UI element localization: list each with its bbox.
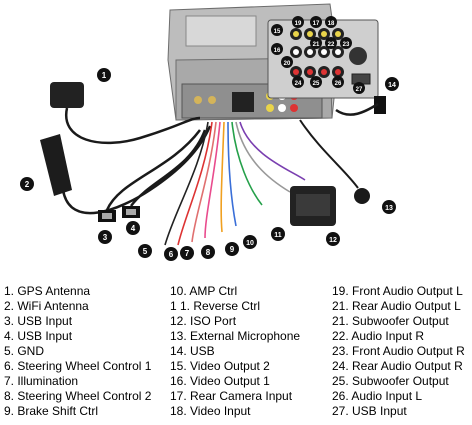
svg-text:22: 22 — [328, 42, 335, 48]
legend-item: 6. Steering Wheel Control 1 — [4, 359, 152, 373]
svg-text:18: 18 — [328, 21, 335, 27]
legend-item: 7. Illumination — [4, 374, 79, 388]
legend-item: 8. Steering Wheel Control 2 — [4, 389, 152, 403]
legend-item: 3. USB Input — [4, 314, 73, 328]
svg-text:26: 26 — [335, 81, 342, 87]
svg-text:9: 9 — [230, 245, 235, 254]
legend-item: 13. External Microphone — [170, 329, 301, 343]
legend-item: 4. USB Input — [4, 329, 73, 343]
callout-badge: 20 — [281, 56, 293, 68]
callout-badge: 13 — [382, 200, 396, 214]
wire-harness — [164, 121, 306, 246]
legend-item: 2. WiFi Antenna — [4, 299, 89, 313]
callout-badge: 19 — [292, 16, 304, 28]
callout-badge: 15 — [271, 24, 283, 36]
legend-item: 16. Video Output 1 — [170, 374, 270, 388]
callout-badge: 24 — [292, 76, 304, 88]
callout-badges: 1 2 3 4 5 6 7 8 9 10 11 12 13 14 15 16 1… — [20, 16, 399, 261]
svg-text:27: 27 — [356, 87, 363, 93]
callout-badge: 25 — [310, 76, 322, 88]
legend-item: 25. Subwoofer Output — [332, 374, 449, 388]
legend-column-3: 19. Front Audio Output L 21. Rear Audio … — [332, 284, 465, 419]
legend-item: 27. USB Input — [332, 404, 407, 418]
gps-antenna — [50, 82, 201, 145]
usb-port-14 — [335, 96, 386, 116]
svg-text:7: 7 — [185, 249, 190, 258]
callout-badge: 16 — [271, 43, 283, 55]
legend-item: 1. GPS Antenna — [4, 284, 91, 298]
svg-text:4: 4 — [131, 224, 136, 233]
legend-item: 26. Audio Input L — [332, 389, 423, 403]
callout-badge: 9 — [225, 242, 239, 256]
svg-text:12: 12 — [329, 237, 337, 244]
svg-text:13: 13 — [385, 205, 393, 212]
connection-diagram: 1 2 3 4 5 6 7 8 9 10 11 12 13 14 15 16 1… — [20, 3, 399, 261]
svg-text:14: 14 — [388, 82, 396, 89]
svg-text:16: 16 — [274, 48, 281, 54]
callout-badge: 27 — [353, 82, 365, 94]
callout-badge: 2 — [20, 177, 34, 191]
svg-text:21: 21 — [313, 42, 320, 48]
legend-item: 14. USB — [170, 344, 215, 358]
component-legend: 1. GPS Antenna 2. WiFi Antenna 3. USB In… — [0, 284, 472, 424]
iso-connector — [290, 186, 336, 226]
usb-cables — [98, 129, 207, 222]
svg-text:25: 25 — [313, 81, 320, 87]
legend-column-1: 1. GPS Antenna 2. WiFi Antenna 3. USB In… — [4, 284, 151, 419]
legend-item: 21. Rear Audio Output L — [332, 299, 461, 313]
legend-item: 19. Front Audio Output L — [332, 284, 463, 298]
callout-badge: 23 — [340, 37, 352, 49]
legend-item: 12. ISO Port — [170, 314, 237, 328]
legend-item: 17. Rear Camera Input — [170, 389, 293, 403]
legend-item: 22. Audio Input R — [332, 329, 425, 343]
svg-text:2: 2 — [25, 180, 30, 189]
legend-item: 15. Video Output 2 — [170, 359, 270, 373]
svg-text:10: 10 — [246, 240, 254, 247]
callout-badge: 26 — [332, 76, 344, 88]
legend-item: 23. Front Audio Output R — [332, 344, 465, 358]
wifi-antenna — [40, 125, 212, 215]
callout-badge: 17 — [310, 16, 322, 28]
svg-text:6: 6 — [169, 250, 174, 259]
callout-badge: 3 — [98, 230, 112, 244]
callout-badge: 11 — [271, 227, 285, 241]
legend-item: 24. Rear Audio Output R — [332, 359, 463, 373]
callout-badge: 7 — [180, 246, 194, 260]
callout-badge: 21 — [310, 37, 322, 49]
legend-item: 10. AMP Ctrl — [170, 284, 238, 298]
callout-badge: 22 — [325, 37, 337, 49]
callout-badge: 5 — [138, 244, 152, 258]
callout-badge: 18 — [325, 16, 337, 28]
callout-badge: 1 — [97, 68, 111, 82]
callout-badge: 8 — [201, 245, 215, 259]
svg-text:19: 19 — [295, 21, 302, 27]
svg-text:17: 17 — [313, 21, 320, 27]
svg-text:8: 8 — [206, 248, 211, 257]
callout-badge: 12 — [326, 232, 340, 246]
callout-badge: 14 — [385, 77, 399, 91]
svg-text:11: 11 — [274, 232, 282, 239]
legend-column-2: 10. AMP Ctrl 1 1. Reverse Ctrl 12. ISO P… — [170, 284, 300, 419]
legend-item: 21. Subwoofer Output — [332, 314, 449, 328]
svg-text:1: 1 — [102, 71, 107, 80]
svg-text:3: 3 — [103, 233, 108, 242]
legend-item: 9. Brake Shift Ctrl — [4, 404, 99, 418]
callout-badge: 10 — [243, 235, 257, 249]
callout-badge: 6 — [164, 247, 178, 261]
legend-item: 5. GND — [4, 344, 45, 358]
svg-text:5: 5 — [143, 247, 148, 256]
external-microphone — [299, 119, 370, 204]
svg-text:24: 24 — [295, 81, 302, 87]
legend-item: 18. Video Input — [170, 404, 251, 418]
legend-item: 1 1. Reverse Ctrl — [170, 299, 261, 313]
svg-text:15: 15 — [274, 29, 281, 35]
svg-text:20: 20 — [284, 61, 291, 67]
callout-badge: 4 — [126, 221, 140, 235]
svg-text:23: 23 — [343, 42, 350, 48]
